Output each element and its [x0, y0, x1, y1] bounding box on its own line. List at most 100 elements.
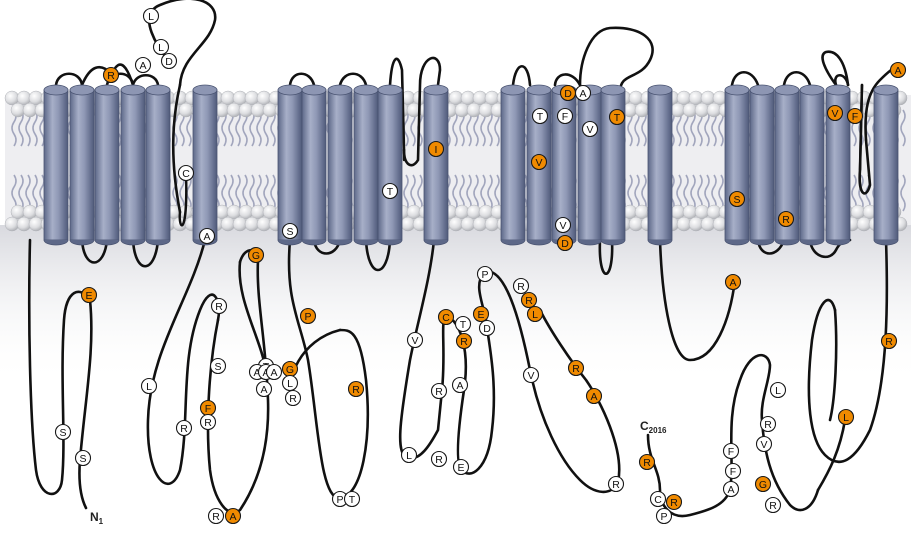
- residue-letter: R: [769, 500, 777, 512]
- n-terminus-number: 1: [99, 517, 104, 526]
- residue-letter: C: [182, 168, 190, 180]
- residue-normal: A: [724, 482, 739, 497]
- residue-normal: F: [724, 444, 739, 459]
- residue-letter: A: [270, 367, 277, 379]
- residue-highlighted: I: [429, 142, 444, 157]
- chain-segment: [555, 74, 580, 85]
- transmembrane-helix: [354, 85, 378, 245]
- transmembrane-helix: [278, 85, 302, 245]
- residue-highlighted: P: [301, 309, 316, 324]
- residue-letter: D: [165, 56, 173, 68]
- residue-normal: R: [201, 415, 216, 430]
- residue-highlighted: D: [558, 236, 573, 251]
- residue-letter: A: [260, 384, 267, 396]
- residue-letter: A: [894, 65, 901, 77]
- residue-letter: I: [435, 144, 438, 156]
- residue-normal: A: [200, 229, 215, 244]
- residue-letter: D: [561, 238, 569, 250]
- residue-normal: D: [162, 54, 177, 69]
- transmembrane-helix: [328, 85, 352, 245]
- transmembrane-helix: [44, 85, 68, 245]
- chain-segment: [56, 74, 82, 85]
- residue-normal: A: [453, 378, 468, 393]
- chain-segment: [732, 72, 758, 85]
- residue-letter: V: [559, 220, 566, 232]
- residue-letter: V: [586, 124, 593, 136]
- residue-normal: A: [576, 86, 591, 101]
- transmembrane-helix: [121, 85, 145, 245]
- residue-highlighted: T: [610, 110, 625, 125]
- transmembrane-helix: [302, 85, 326, 245]
- residue-letter: S: [733, 194, 740, 206]
- chain-segment: [580, 28, 653, 92]
- residue-highlighted: R: [667, 495, 682, 510]
- residue-highlighted: A: [891, 63, 906, 78]
- c-terminus-letter: C: [640, 419, 649, 433]
- residue-letter: R: [572, 363, 580, 375]
- residue-letter: T: [349, 494, 356, 506]
- residue-letter: S: [79, 453, 86, 465]
- residue-letter: T: [537, 111, 544, 123]
- residue-normal: S: [56, 425, 71, 440]
- residue-letter: V: [535, 157, 542, 169]
- residue-letter: P: [336, 494, 343, 506]
- transmembrane-helix: [800, 85, 824, 245]
- residue-highlighted: L: [839, 410, 854, 425]
- residue-normal: R: [286, 391, 301, 406]
- residue-highlighted: R: [779, 212, 794, 227]
- residue-highlighted: E: [82, 288, 97, 303]
- residue-letter: A: [579, 88, 586, 100]
- residue-normal: R: [609, 477, 624, 492]
- residue-letter: S: [59, 427, 66, 439]
- residue-highlighted: C: [439, 310, 454, 325]
- chain-segment: [133, 75, 158, 85]
- c-terminus-label: C2016: [640, 419, 667, 435]
- residue-letter: L: [287, 378, 293, 390]
- residue-letter: V: [527, 370, 534, 382]
- residue-highlighted: R: [569, 361, 584, 376]
- residue-normal: V: [408, 333, 423, 348]
- residue-letter: R: [517, 281, 525, 293]
- chain-segment: [290, 74, 314, 85]
- residue-highlighted: R: [882, 334, 897, 349]
- chain-segment: [513, 66, 530, 85]
- residue-normal: V: [556, 218, 571, 233]
- residue-letter: E: [477, 309, 484, 321]
- residue-letter: R: [352, 384, 360, 396]
- residue-letter: R: [435, 386, 443, 398]
- residue-letter: L: [146, 381, 152, 393]
- residue-highlighted: A: [726, 275, 741, 290]
- residue-highlighted: G: [249, 248, 264, 263]
- residue-letter: A: [456, 380, 463, 392]
- residue-normal: R: [761, 417, 776, 432]
- residue-letter: D: [564, 88, 572, 100]
- residue-normal: R: [177, 421, 192, 436]
- residue-letter: F: [205, 403, 211, 415]
- residue-letter: A: [203, 231, 210, 243]
- residue-highlighted: R: [522, 293, 537, 308]
- residue-letter: R: [885, 336, 893, 348]
- residue-normal: E: [454, 460, 469, 475]
- transmembrane-helix: [70, 85, 94, 245]
- residue-letter: A: [729, 277, 736, 289]
- residue-letter: G: [252, 250, 260, 262]
- transmembrane-helix: [501, 85, 525, 245]
- residue-highlighted: E: [474, 307, 489, 322]
- residue-letter: R: [180, 423, 188, 435]
- residue-normal: S: [283, 224, 298, 239]
- transmembrane-helix: [424, 85, 448, 245]
- residue-normal: T: [345, 492, 360, 507]
- residue-normal: R: [514, 279, 529, 294]
- residue-letter: L: [843, 412, 849, 424]
- residue-normal: A: [257, 382, 272, 397]
- residue-normal: F: [726, 464, 741, 479]
- residue-letter: F: [728, 446, 734, 458]
- transmembrane-helix: [874, 85, 898, 245]
- svg-text:N1: N1: [90, 510, 104, 526]
- residue-normal: V: [583, 122, 598, 137]
- residue-letter: R: [107, 70, 115, 82]
- residue-normal: T: [383, 184, 398, 199]
- residue-highlighted: D: [561, 86, 576, 101]
- residue-letter: R: [525, 295, 533, 307]
